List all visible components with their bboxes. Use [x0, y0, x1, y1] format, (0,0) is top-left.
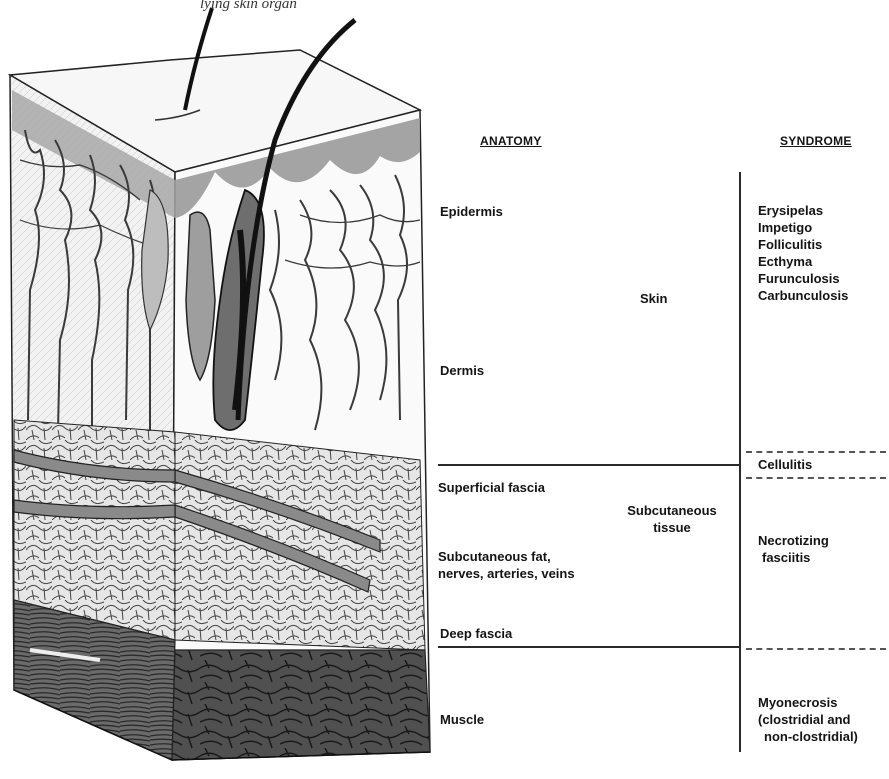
syndrome-myonecrosis: Myonecrosis (clostridial and non-clostri…	[758, 694, 858, 745]
syndrome-list-skin: Erysipelas Impetigo Folliculitis Ecthyma…	[758, 202, 848, 304]
subcutaneous-fat-front	[175, 432, 425, 650]
syndrome-necrotizing-line1: Necrotizing	[758, 532, 829, 549]
syndrome-carbunculosis: Carbunculosis	[758, 287, 848, 304]
syndrome-erysipelas: Erysipelas	[758, 202, 848, 219]
label-subcutaneous-fat-line2: nerves, arteries, veins	[438, 565, 575, 582]
syndrome-necrotizing-fasciitis: Necrotizing fasciitis	[758, 532, 829, 566]
syndrome-cellulitis: Cellulitis	[758, 456, 812, 473]
syndrome-header: SYNDROME	[780, 133, 852, 150]
label-subcutaneous-tissue-line1: Subcutaneous	[612, 502, 732, 519]
label-superficial-fascia: Superficial fascia	[438, 479, 545, 496]
syndrome-myonecrosis-line1: Myonecrosis	[758, 694, 858, 711]
syndrome-furunculosis: Furunculosis	[758, 270, 848, 287]
muscle-front	[172, 650, 430, 760]
label-subcutaneous-tissue: Subcutaneous tissue	[612, 502, 732, 536]
myonecrosis-dash	[746, 648, 886, 650]
anatomy-header: ANATOMY	[480, 133, 542, 150]
subcutaneous-muscle-divider	[438, 646, 739, 648]
label-dermis: Dermis	[440, 362, 484, 379]
label-skin: Skin	[640, 290, 667, 307]
label-subcutaneous-fat: Subcutaneous fat, nerves, arteries, vein…	[438, 548, 575, 582]
label-subcutaneous-fat-line1: Subcutaneous fat,	[438, 548, 575, 565]
cellulitis-top-dash	[746, 451, 886, 453]
syndrome-impetigo: Impetigo	[758, 219, 848, 236]
syndrome-necrotizing-line2: fasciitis	[758, 549, 829, 566]
skin-subcutaneous-divider	[438, 464, 739, 466]
label-deep-fascia: Deep fascia	[440, 625, 512, 642]
syndrome-myonecrosis-line3: non-clostridial)	[758, 728, 858, 745]
label-epidermis: Epidermis	[440, 203, 503, 220]
label-muscle: Muscle	[440, 711, 484, 728]
syndrome-folliculitis: Folliculitis	[758, 236, 848, 253]
label-subcutaneous-tissue-line2: tissue	[612, 519, 732, 536]
syndrome-myonecrosis-line2: (clostridial and	[758, 711, 858, 728]
syndrome-column-divider	[739, 172, 741, 752]
cellulitis-bottom-dash	[746, 477, 886, 479]
syndrome-ecthyma: Ecthyma	[758, 253, 848, 270]
